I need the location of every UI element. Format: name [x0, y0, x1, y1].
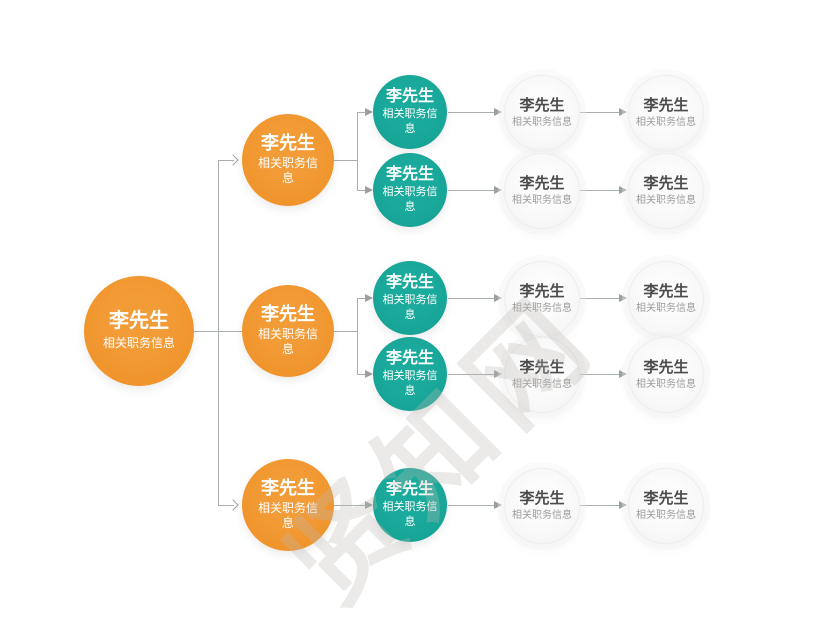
org-node-root: 李先生 相关职务信息 [84, 276, 194, 386]
org-node-level2: 李先生 相关职务信息 [242, 459, 334, 551]
connector-line [194, 331, 218, 332]
connector-line [357, 374, 365, 375]
org-node-level3: 李先生 相关职务信息 [373, 261, 447, 335]
org-node-level5: 李先生 相关职务信息 [628, 468, 704, 544]
node-subtitle: 相关职务信息 [636, 510, 696, 522]
connector-line [448, 374, 494, 375]
org-node-level2: 李先生 相关职务信息 [242, 285, 334, 377]
node-subtitle: 相关职务信息 [382, 108, 438, 135]
node-subtitle: 相关职务信息 [102, 336, 175, 351]
node-subtitle: 相关职务信息 [512, 195, 572, 207]
node-subtitle: 相关职务信息 [257, 326, 318, 357]
node-subtitle: 相关职务信息 [636, 195, 696, 207]
org-node-level3: 李先生 相关职务信息 [373, 75, 447, 149]
org-node-level2: 李先生 相关职务信息 [242, 114, 334, 206]
node-subtitle: 相关职务信息 [382, 186, 438, 213]
org-node-level4: 李先生 相关职务信息 [504, 337, 580, 413]
node-subtitle: 相关职务信息 [512, 303, 572, 315]
node-title: 李先生 [385, 350, 434, 367]
arrow-icon [494, 186, 502, 194]
node-title: 李先生 [261, 133, 315, 154]
arrow-icon [494, 501, 502, 509]
connector-line [357, 112, 365, 113]
node-subtitle: 相关职务信息 [512, 510, 572, 522]
node-title: 李先生 [109, 310, 169, 333]
connector-line [218, 505, 234, 506]
node-title: 李先生 [643, 96, 689, 114]
org-chart-canvas: 李先生 相关职务信息 李先生 相关职务信息 李先生 相关职务信息 李先生 相关职… [84, 75, 704, 628]
node-title: 李先生 [519, 282, 565, 300]
node-subtitle: 相关职务信息 [382, 370, 438, 397]
org-node-level4: 李先生 相关职务信息 [504, 75, 580, 151]
connector-line [218, 160, 234, 161]
node-subtitle: 相关职务信息 [257, 155, 318, 186]
node-subtitle: 相关职务信息 [257, 500, 318, 531]
connector-line [357, 298, 358, 374]
connector-line [579, 112, 619, 113]
arrow-icon [619, 108, 627, 116]
org-node-level4: 李先生 相关职务信息 [504, 153, 580, 229]
node-subtitle: 相关职务信息 [636, 117, 696, 129]
org-node-level5: 李先生 相关职务信息 [628, 261, 704, 337]
node-title: 李先生 [643, 282, 689, 300]
connector-line [334, 505, 365, 506]
node-title: 李先生 [519, 96, 565, 114]
org-node-level4: 李先生 相关职务信息 [504, 261, 580, 337]
connector-line [448, 298, 494, 299]
connector-line [357, 112, 358, 190]
arrow-icon [494, 370, 502, 378]
node-title: 李先生 [643, 358, 689, 376]
arrow-icon [619, 294, 627, 302]
node-subtitle: 相关职务信息 [512, 379, 572, 391]
org-node-level5: 李先生 相关职务信息 [628, 337, 704, 413]
org-node-level3: 李先生 相关职务信息 [373, 468, 447, 542]
connector-line [334, 160, 357, 161]
connector-line [579, 374, 619, 375]
connector-line [448, 190, 494, 191]
arrow-icon [619, 370, 627, 378]
connector-line [357, 190, 365, 191]
connector-line [334, 331, 357, 332]
node-title: 李先生 [385, 88, 434, 105]
connector-line [579, 298, 619, 299]
connector-line [357, 298, 365, 299]
connector-line [218, 160, 219, 505]
node-title: 李先生 [519, 174, 565, 192]
arrow-icon [365, 501, 373, 509]
node-title: 李先生 [643, 489, 689, 507]
arrow-icon [365, 108, 373, 116]
node-title: 李先生 [261, 478, 315, 499]
arrow-icon [365, 294, 373, 302]
arrow-icon [365, 186, 373, 194]
node-subtitle: 相关职务信息 [636, 379, 696, 391]
org-node-level3: 李先生 相关职务信息 [373, 153, 447, 227]
arrow-icon [494, 108, 502, 116]
arrow-icon [227, 154, 239, 166]
node-subtitle: 相关职务信息 [512, 117, 572, 129]
node-title: 李先生 [385, 274, 434, 291]
org-node-level3: 李先生 相关职务信息 [373, 337, 447, 411]
connector-line [448, 505, 494, 506]
org-node-level5: 李先生 相关职务信息 [628, 75, 704, 151]
arrow-icon [494, 294, 502, 302]
node-title: 李先生 [261, 304, 315, 325]
arrow-icon [227, 499, 239, 511]
node-title: 李先生 [519, 358, 565, 376]
connector-line [448, 112, 494, 113]
org-node-level5: 李先生 相关职务信息 [628, 153, 704, 229]
connector-line [218, 331, 242, 332]
arrow-icon [619, 186, 627, 194]
node-subtitle: 相关职务信息 [382, 294, 438, 321]
arrow-icon [365, 370, 373, 378]
connector-line [579, 190, 619, 191]
node-title: 李先生 [519, 489, 565, 507]
node-subtitle: 相关职务信息 [636, 303, 696, 315]
node-title: 李先生 [385, 481, 434, 498]
org-node-level4: 李先生 相关职务信息 [504, 468, 580, 544]
node-title: 李先生 [385, 166, 434, 183]
arrow-icon [619, 501, 627, 509]
connector-line [579, 505, 619, 506]
node-subtitle: 相关职务信息 [382, 501, 438, 528]
node-title: 李先生 [643, 174, 689, 192]
